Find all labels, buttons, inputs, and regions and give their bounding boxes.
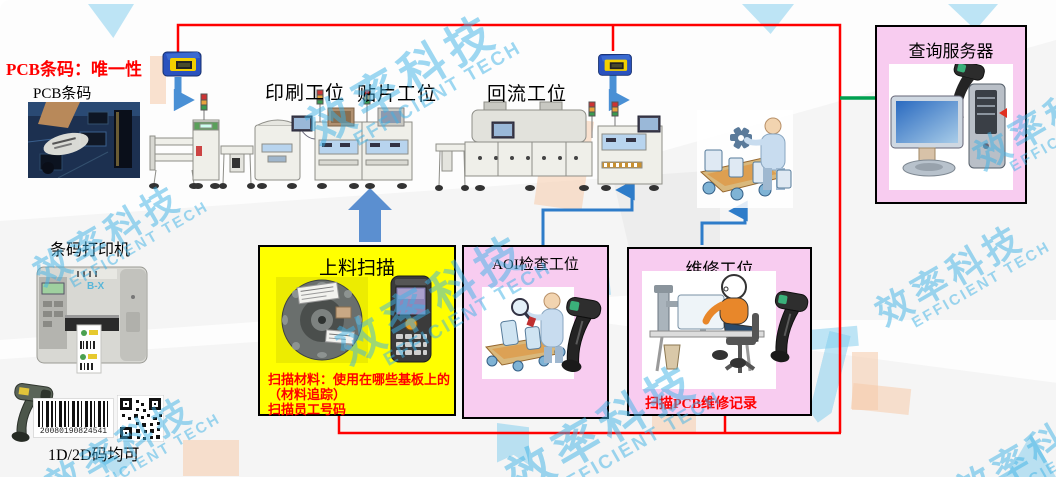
barcode-number: 20080190824541 bbox=[39, 427, 108, 436]
pcb-barcode-label: PCB条码 bbox=[33, 86, 92, 102]
loading-scan-box: 上料扫描 bbox=[258, 245, 456, 417]
query-server-title: 查询服务器 bbox=[908, 42, 994, 61]
repair-note: 扫描PCB维修记录 bbox=[645, 397, 757, 412]
decor-triangle bbox=[88, 4, 134, 38]
decor-shape bbox=[805, 325, 859, 351]
code-dimension-note: 1D/2D码均可 bbox=[48, 447, 140, 464]
pcb-unique-label: PCB条码：唯一性 bbox=[6, 60, 142, 79]
aoi-station-title: AOI检查工位 bbox=[492, 257, 579, 273]
component-reel-photo bbox=[276, 277, 368, 363]
query-server-box: 查询服务器 bbox=[875, 25, 1027, 204]
barcode-printer-photo: B-X bbox=[25, 257, 158, 377]
fixed-barcode-scanner-icon bbox=[597, 51, 633, 77]
decor-triangle bbox=[742, 4, 794, 34]
repair-desk-illustration bbox=[642, 271, 776, 389]
decor-shape bbox=[183, 440, 239, 476]
pcb-photo bbox=[28, 102, 140, 178]
barcode-1d: 20080190824541 bbox=[33, 398, 114, 438]
printer-label: 条码打印机 bbox=[50, 242, 131, 259]
aoi-station-box: AOI检查工位 bbox=[462, 245, 609, 419]
qr-code bbox=[117, 395, 164, 442]
handheld-barcode-scanner-icon bbox=[947, 64, 985, 122]
station-label-printing: 印刷工位 bbox=[265, 83, 346, 104]
decor-ribbon bbox=[150, 56, 166, 104]
fixed-barcode-scanner-icon bbox=[162, 48, 202, 78]
svg-text:B-X: B-X bbox=[87, 281, 105, 292]
repair-station-box: 维修工位 bbox=[627, 247, 812, 416]
server-computer-illustration bbox=[889, 64, 1013, 190]
station-label-reflow: 回流工位 bbox=[487, 84, 568, 105]
red-pointer-icon bbox=[999, 108, 1007, 118]
handheld-barcode-scanner-icon bbox=[8, 383, 54, 445]
rework-station-illustration bbox=[697, 110, 793, 208]
handheld-barcode-scanner-icon bbox=[560, 295, 602, 377]
loading-note-line3: 扫描员工号码 bbox=[268, 402, 347, 417]
handheld-terminal-photo bbox=[388, 274, 434, 364]
handheld-barcode-scanner-icon bbox=[769, 289, 809, 367]
station-label-placement: 贴片工位 bbox=[357, 84, 438, 105]
